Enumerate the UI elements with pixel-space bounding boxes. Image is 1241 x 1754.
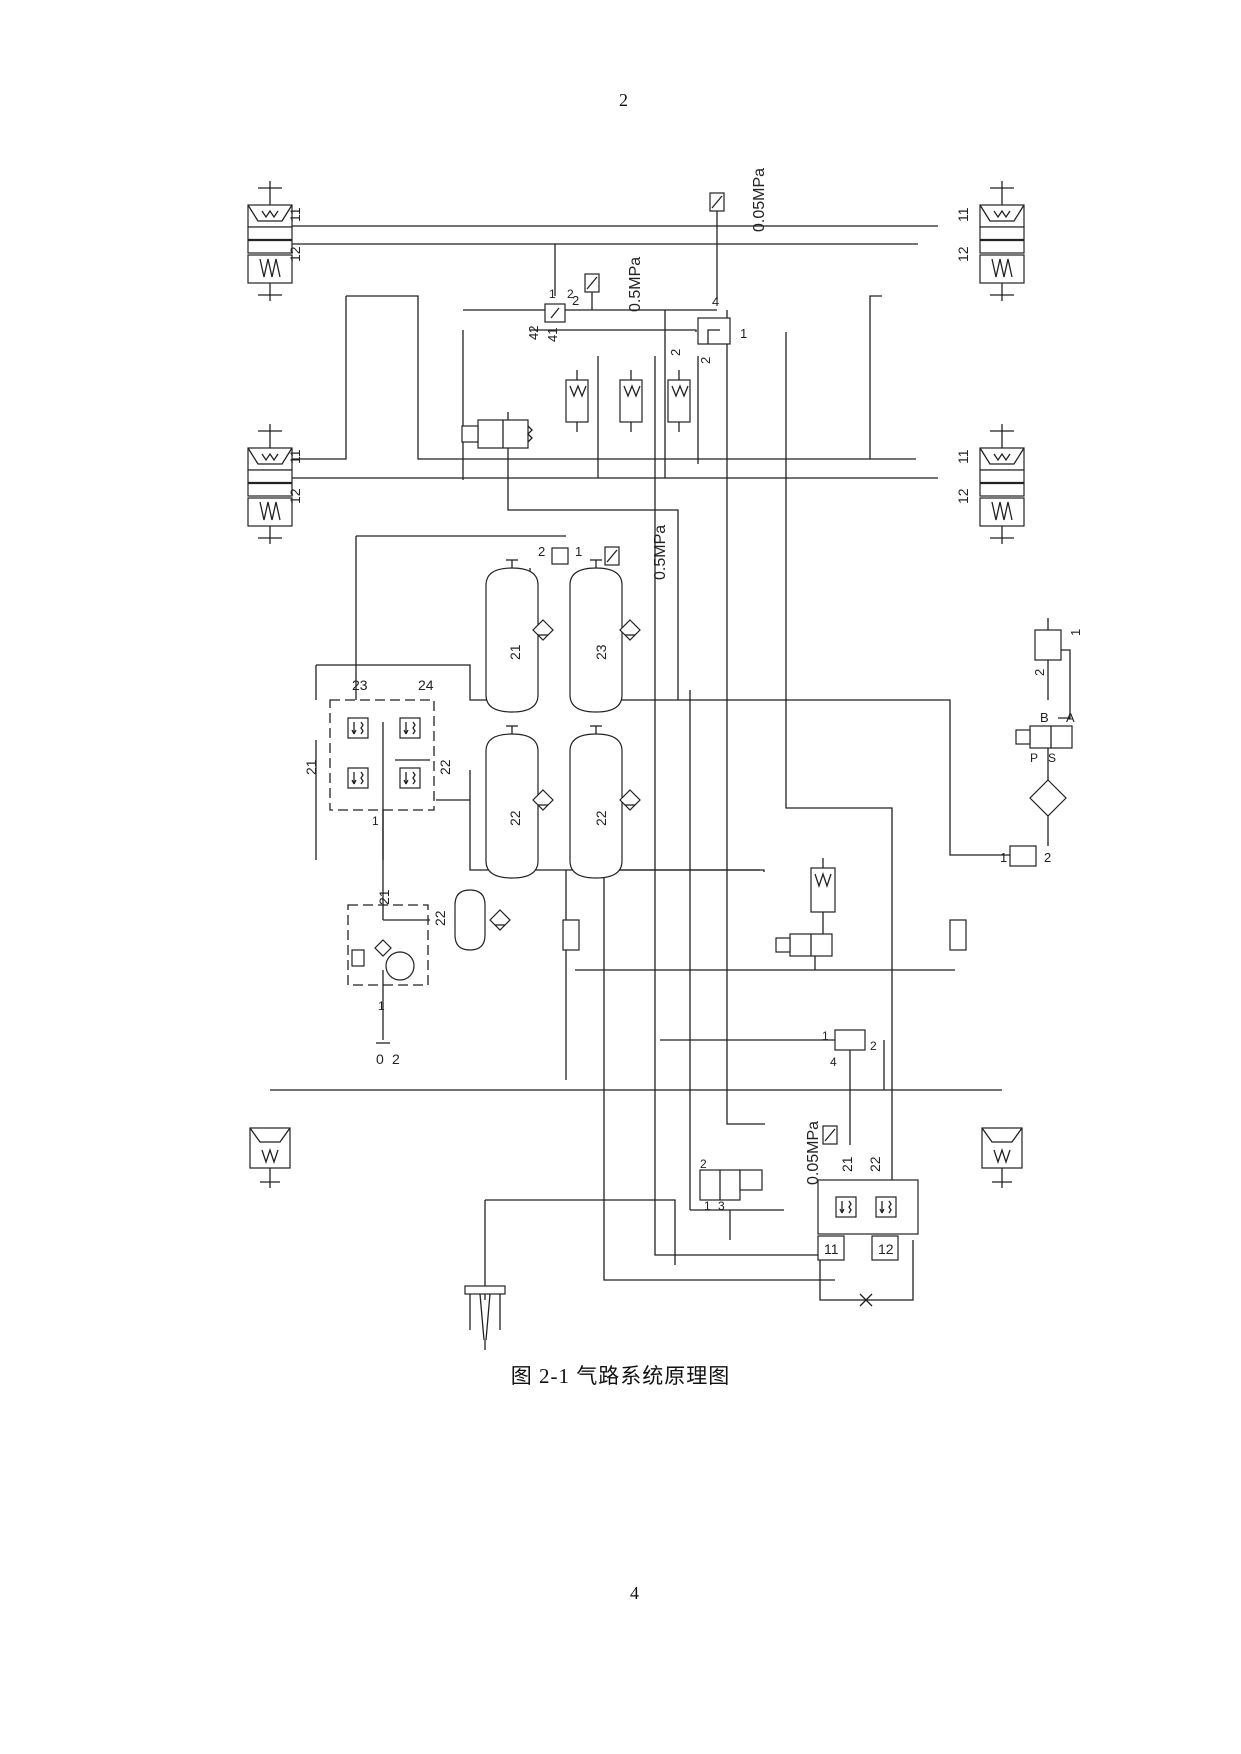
svg-text:23: 23 — [593, 644, 609, 660]
svg-text:23: 23 — [352, 677, 368, 693]
dual-brake-valve: 21 22 11 12 — [817, 1156, 919, 1307]
figure-caption: 图 2-1 气路系统原理图 — [510, 1364, 731, 1388]
svg-text:2: 2 — [698, 357, 713, 364]
svg-text:B: B — [1040, 710, 1049, 725]
main-lines — [270, 194, 1010, 1301]
svg-text:21: 21 — [839, 1156, 855, 1172]
label-right1-12: 12 — [955, 246, 971, 262]
spring-brake-chamber-right-1 — [978, 179, 1026, 303]
svg-text:1: 1 — [1000, 850, 1007, 865]
svg-text:22: 22 — [593, 810, 609, 826]
svg-text:22: 22 — [437, 759, 453, 775]
svg-text:1: 1 — [378, 999, 385, 1013]
brake-pressure-label: 0.05MPa — [805, 1121, 822, 1185]
air-tank-22b: 22 — [532, 725, 641, 879]
clutch-cylinder: 1 2 — [1032, 618, 1083, 719]
label-right1-11: 11 — [955, 207, 971, 222]
brake-pedal — [464, 1285, 506, 1350]
air-dryer-unit: 21 22 1 2 0 — [347, 889, 448, 1067]
hand-control-relay-valve: 42 41 1 2 — [526, 287, 574, 342]
control-cylinders — [565, 370, 691, 432]
svg-text:4: 4 — [830, 1055, 837, 1069]
svg-text:2: 2 — [538, 544, 545, 559]
clutch-filter — [1029, 748, 1067, 846]
svg-text:3: 3 — [718, 1199, 725, 1213]
label-left1-11: 11 — [287, 207, 303, 222]
quick-release-valve-top: 4 1 2 2 — [668, 294, 747, 364]
svg-text:2: 2 — [668, 349, 683, 356]
label-left1-12: 12 — [287, 246, 303, 262]
label-left2-11: 11 — [287, 449, 303, 464]
svg-text:P: P — [1030, 751, 1038, 765]
svg-text:4: 4 — [712, 294, 719, 309]
svg-text:2: 2 — [700, 1157, 707, 1171]
hand-brake-valve: 2 1 3 — [699, 1157, 763, 1213]
relay-pressure-switch: 0.5MPa 2 — [572, 257, 644, 312]
brake-chamber-front-right — [981, 1127, 1023, 1189]
svg-text:2: 2 — [1044, 850, 1051, 865]
spring-brake-chamber-right-2 — [978, 422, 1026, 546]
exhaust-solenoid-valve — [775, 933, 833, 957]
svg-text:2: 2 — [572, 293, 579, 308]
air-tank-21: 21 — [485, 559, 539, 713]
svg-text:A: A — [1066, 710, 1075, 725]
svg-text:22: 22 — [867, 1156, 883, 1172]
brake-chamber-front-left — [249, 1127, 291, 1189]
air-tank-23: 23 — [532, 559, 641, 713]
sensor-boxes — [562, 919, 967, 951]
tank-check-valve: 2 1 0.5MPa — [538, 525, 669, 580]
clutch-relief-valve: 1 2 — [1000, 845, 1051, 867]
relay-valve-bottom: 1 2 4 — [822, 1029, 877, 1069]
svg-text:21: 21 — [376, 889, 392, 905]
brake-pressure-switch: 0.05MPa — [805, 1121, 838, 1185]
svg-text:1: 1 — [549, 287, 556, 301]
spring-brake-chamber-left-1 — [246, 179, 294, 303]
svg-text:41: 41 — [545, 328, 560, 342]
label-right2-12: 12 — [955, 488, 971, 504]
svg-text:2: 2 — [1032, 669, 1047, 676]
svg-text:1: 1 — [740, 326, 747, 341]
svg-text:11: 11 — [824, 1241, 839, 1257]
air-tank-22a: 22 — [485, 725, 539, 879]
svg-text:21: 21 — [507, 644, 523, 660]
svg-text:2: 2 — [567, 287, 574, 301]
spring-brake-chamber-left-2 — [246, 422, 294, 546]
label-right2-11: 11 — [955, 449, 971, 464]
svg-text:42: 42 — [526, 326, 541, 340]
regeneration-tank — [454, 889, 511, 951]
chamber-port-labels: 11 12 11 12 11 12 11 12 — [287, 207, 971, 504]
svg-text:24: 24 — [418, 677, 434, 693]
label-left2-12: 12 — [287, 488, 303, 504]
svg-text:2: 2 — [392, 1051, 400, 1067]
svg-text:2: 2 — [870, 1039, 877, 1053]
svg-text:1: 1 — [372, 814, 379, 828]
exhaust-brake-cylinder — [810, 858, 836, 940]
svg-text:1: 1 — [704, 1199, 711, 1213]
svg-text:S: S — [1048, 751, 1056, 765]
svg-text:12: 12 — [878, 1241, 894, 1257]
svg-text:1: 1 — [575, 544, 582, 559]
page-number-top: 2 — [619, 90, 628, 110]
top-pressure-switch: 0.05MPa — [709, 168, 768, 232]
svg-text:21: 21 — [303, 759, 319, 775]
top-pressure-label: 0.05MPa — [751, 168, 768, 232]
svg-text:1: 1 — [822, 1029, 829, 1043]
tank-pressure-label: 0.5MPa — [652, 525, 669, 580]
relay-pressure-label: 0.5MPa — [627, 257, 644, 312]
svg-text:1: 1 — [1068, 629, 1083, 636]
clutch-solenoid-valve: B A P S — [1015, 710, 1075, 765]
svg-text:22: 22 — [507, 810, 523, 826]
svg-text:22: 22 — [432, 910, 448, 926]
solenoid-valve-top — [461, 419, 533, 449]
four-circuit-protection-valve: 23 24 21 22 1 — [303, 665, 453, 860]
page-number-bottom: 4 — [630, 1583, 639, 1603]
svg-text:0: 0 — [376, 1051, 384, 1067]
